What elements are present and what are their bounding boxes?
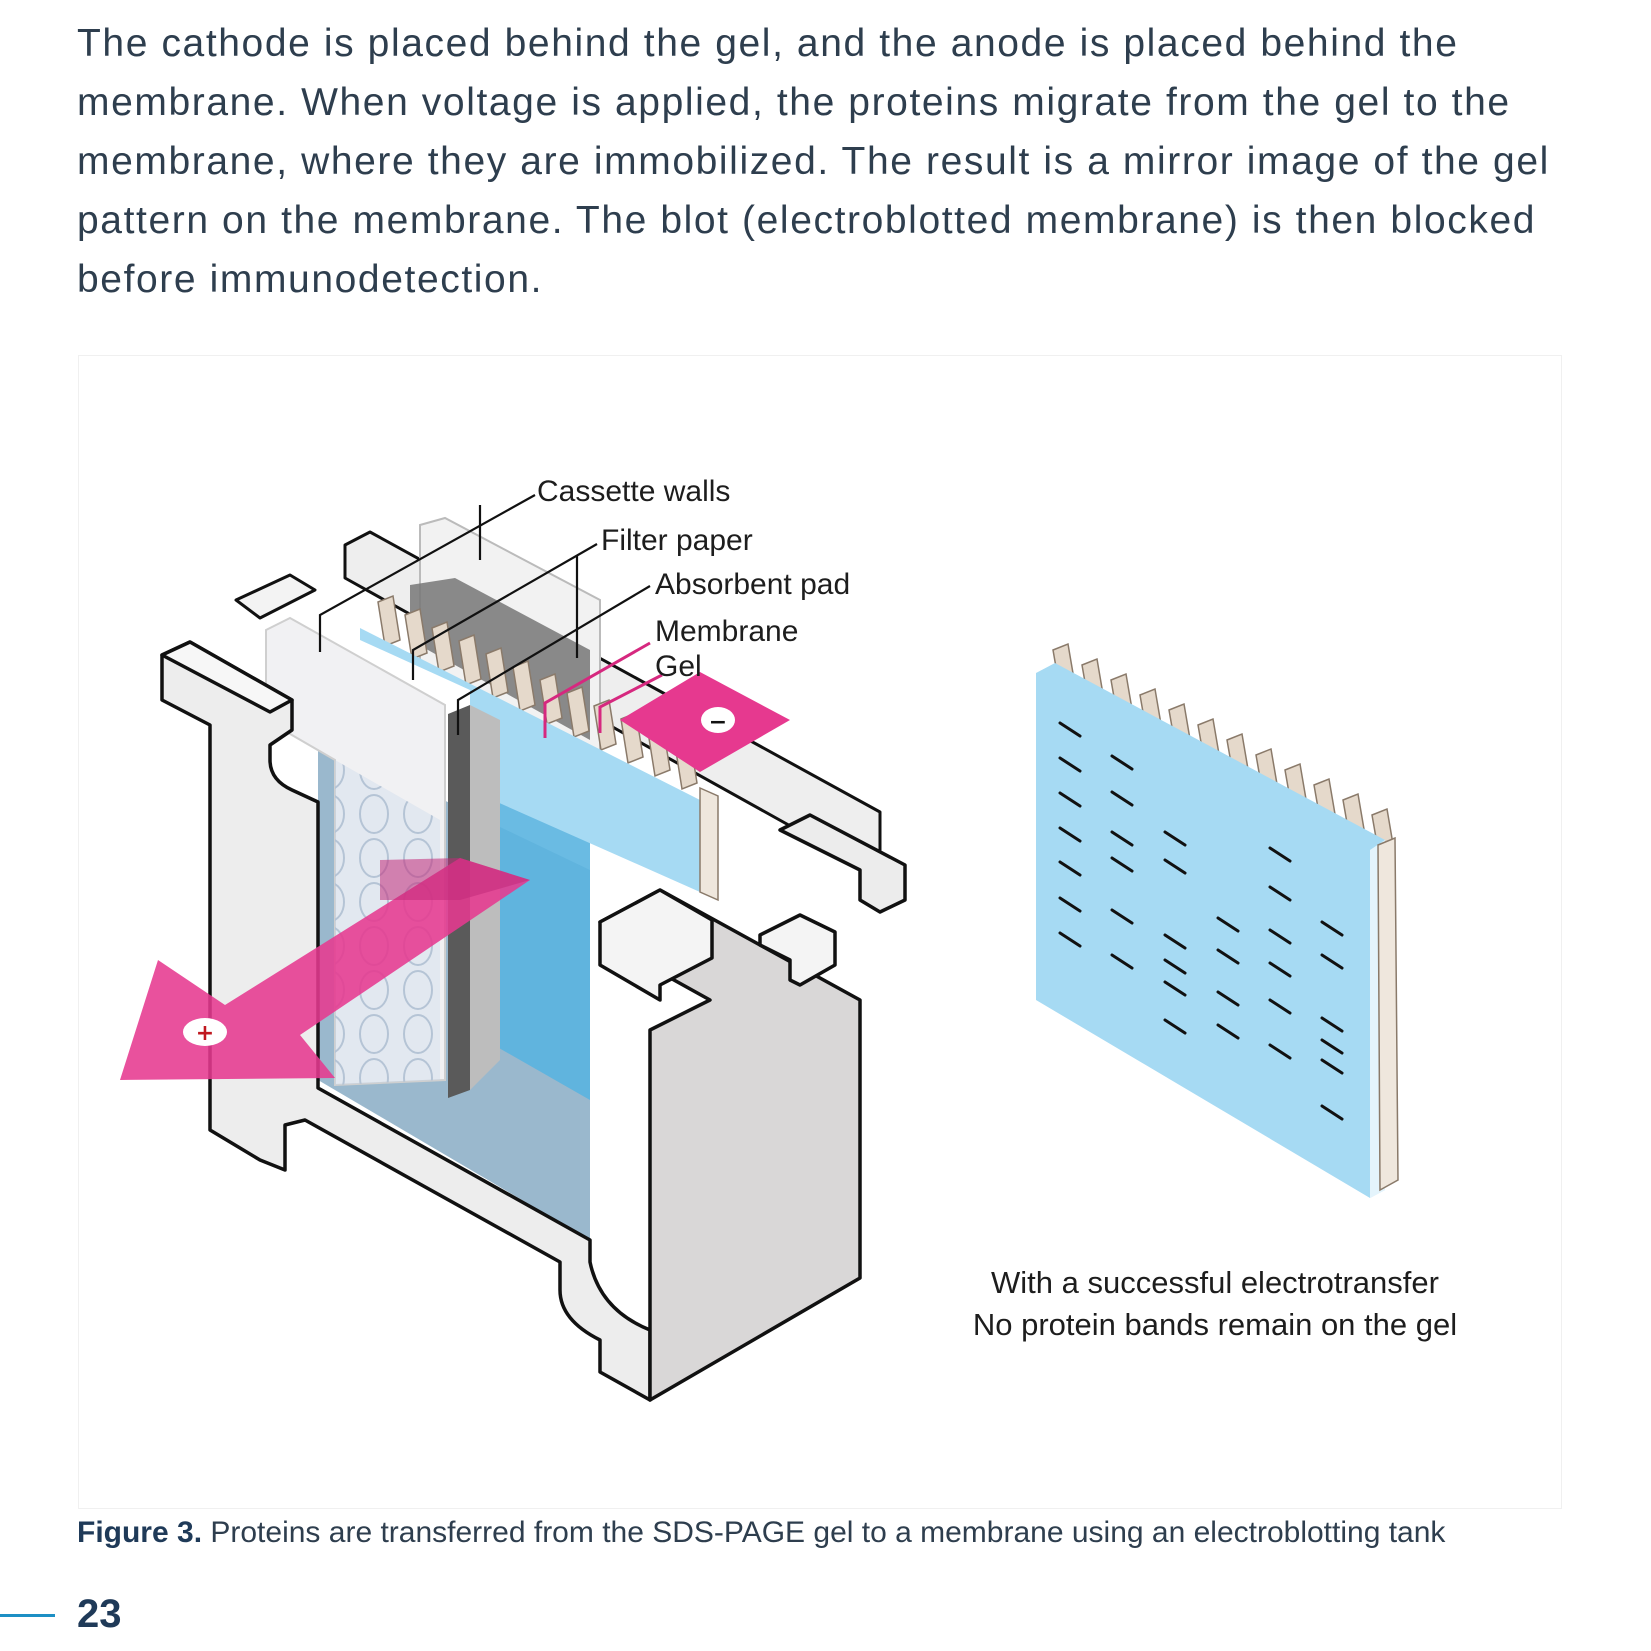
- label-membrane: Membrane: [655, 615, 799, 648]
- page-number: 23: [77, 1592, 122, 1636]
- caption-label: Figure 3.: [77, 1516, 203, 1549]
- label-cassette-walls: Cassette walls: [537, 475, 731, 508]
- label-gel: Gel: [655, 650, 702, 683]
- label-absorbent-pad: Absorbent pad: [655, 568, 851, 601]
- tank-front: [160, 640, 907, 1402]
- blotted-membrane: [1036, 642, 1399, 1198]
- note-line-2: No protein bands remain on the gel: [972, 1307, 1458, 1342]
- anode-symbol: +: [196, 1021, 214, 1046]
- note-line-1: With a successful electrotransfer: [991, 1265, 1439, 1300]
- cathode-symbol: −: [709, 710, 727, 735]
- membrane-gel-leaders: [543, 641, 663, 738]
- page-accent-line: [0, 1614, 55, 1617]
- electrotransfer-note: With a successful electrotransfer No pro…: [900, 1262, 1530, 1346]
- intro-paragraph: The cathode is placed behind the gel, an…: [77, 22, 1550, 301]
- membrane-sheet: [360, 628, 700, 892]
- anode-symbol-bg: [183, 1018, 227, 1046]
- label-leader-lines: [318, 494, 651, 735]
- label-filter-paper: Filter paper: [601, 524, 753, 557]
- figure-caption: Figure 3. Proteins are transferred from …: [77, 1516, 1445, 1550]
- caption-text: Proteins are transferred from the SDS-PA…: [210, 1516, 1446, 1549]
